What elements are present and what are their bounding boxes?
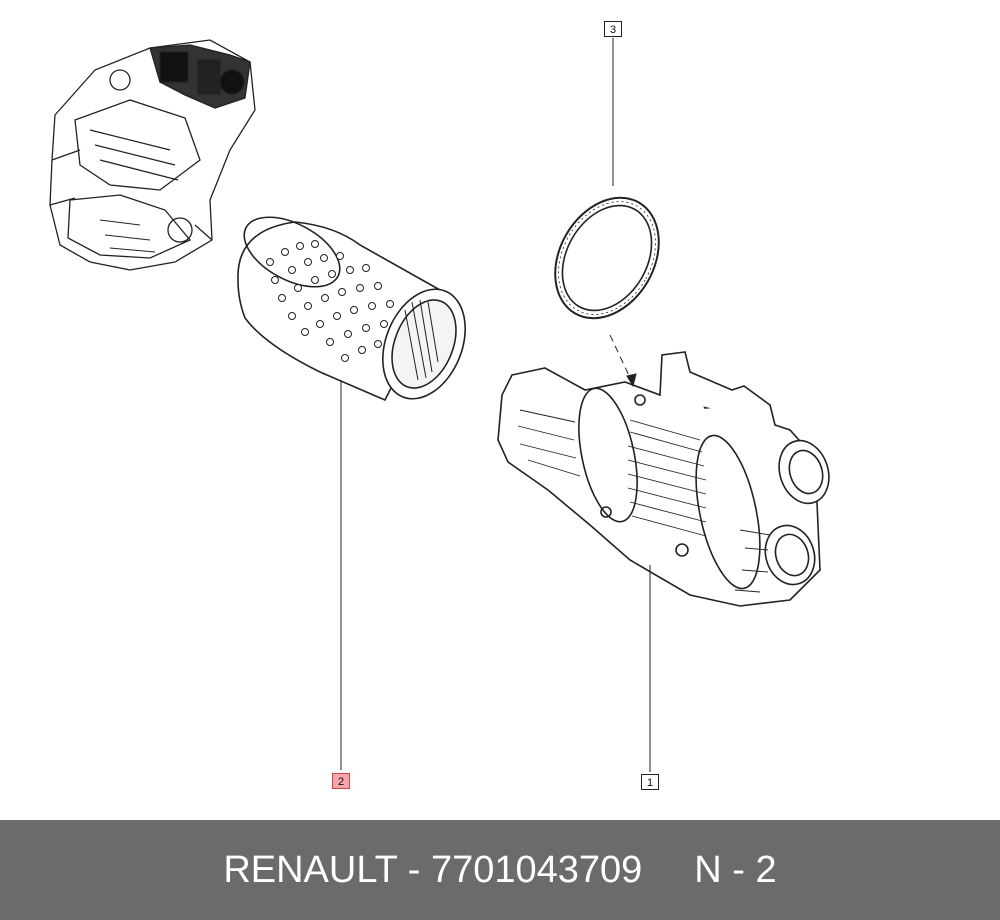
air-filter-housing bbox=[497, 351, 830, 607]
seal-ring bbox=[554, 196, 660, 320]
footer-bar: RENAULT - 7701043709 N - 2 bbox=[0, 820, 1000, 920]
callout-1: 1 bbox=[641, 774, 659, 790]
page-label: N - 2 bbox=[694, 848, 777, 891]
engine-illustration bbox=[49, 39, 256, 271]
air-filter-element bbox=[237, 216, 466, 402]
callout-2[interactable]: 2 bbox=[332, 773, 350, 789]
callout-3: 3 bbox=[604, 21, 622, 37]
parts-diagram bbox=[49, 38, 830, 772]
part-number-label: RENAULT - 7701043709 bbox=[223, 848, 643, 891]
leader-lines bbox=[340, 38, 651, 772]
